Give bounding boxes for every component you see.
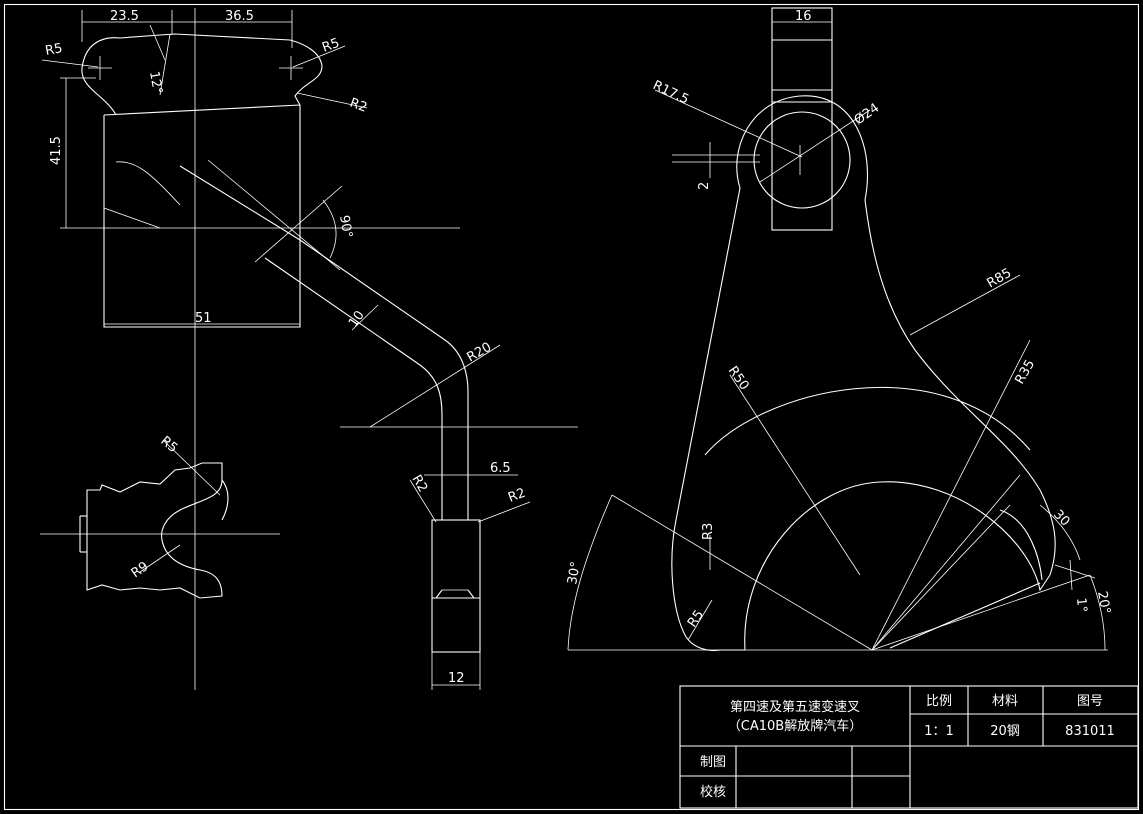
dim-r5-left: R5 (44, 41, 64, 59)
dim-16: 16 (795, 9, 812, 24)
dim-36-5: 36.5 (225, 9, 254, 24)
dimension-labels: 23.5 36.5 R5 R5 12° R2 41.5 90° 51 10 R2… (44, 9, 1113, 686)
material-label: 材料 (992, 694, 1018, 709)
dim-41-5: 41.5 (49, 136, 64, 165)
dim-20-deg: 20° (1094, 590, 1113, 615)
dim-r2-b: R2 (506, 486, 527, 506)
dim-r20: R20 (465, 340, 495, 366)
part-name: 第四速及第五速变速叉 (730, 699, 860, 715)
dim-12-deg: 12° (146, 70, 165, 95)
vehicle-name: （CA10B解放牌汽车） (728, 718, 862, 734)
section-view (40, 380, 280, 690)
dim-r5-front: R5 (685, 608, 707, 631)
drawing-no-value: 831011 (1065, 724, 1115, 739)
dim-r3: R3 (701, 523, 716, 540)
dim-30-deg: 30° (565, 560, 584, 585)
title-block: 第四速及第五速变速叉 （CA10B解放牌汽车） 比例 材料 图号 1：1 20钢… (679, 685, 1139, 809)
scale-value: 1：1 (924, 724, 954, 739)
dim-90-deg: 90° (336, 214, 355, 239)
dim-23-5: 23.5 (110, 9, 139, 24)
dim-6-5: 6.5 (490, 461, 511, 476)
checked-by-label: 校核 (700, 784, 726, 800)
dim-r5-right: R5 (320, 36, 341, 56)
material-value: 20钢 (990, 724, 1020, 739)
dim-2: 2 (697, 182, 712, 190)
dim-r85: R85 (985, 266, 1015, 292)
scale-label: 比例 (926, 694, 952, 709)
dim-r5-section: R5 (157, 434, 180, 457)
dim-dia24: Ø24 (852, 101, 883, 129)
drawing-border (3, 3, 1140, 811)
dim-51: 51 (195, 311, 212, 326)
front-view (567, 7, 1108, 652)
dim-r50: R50 (725, 364, 752, 394)
dim-1-deg: 1° (1073, 597, 1089, 613)
dim-r35: R35 (1012, 357, 1038, 387)
drawn-by-label: 制图 (700, 755, 726, 770)
drawing-no-label: 图号 (1077, 694, 1103, 709)
top-view (41, 8, 578, 690)
dim-r17-5: R17.5 (650, 78, 691, 108)
dim-r2-a: R2 (409, 473, 431, 495)
dim-r2-top: R2 (348, 96, 369, 116)
dim-r9: R9 (129, 559, 152, 581)
dim-12: 12 (448, 671, 465, 686)
